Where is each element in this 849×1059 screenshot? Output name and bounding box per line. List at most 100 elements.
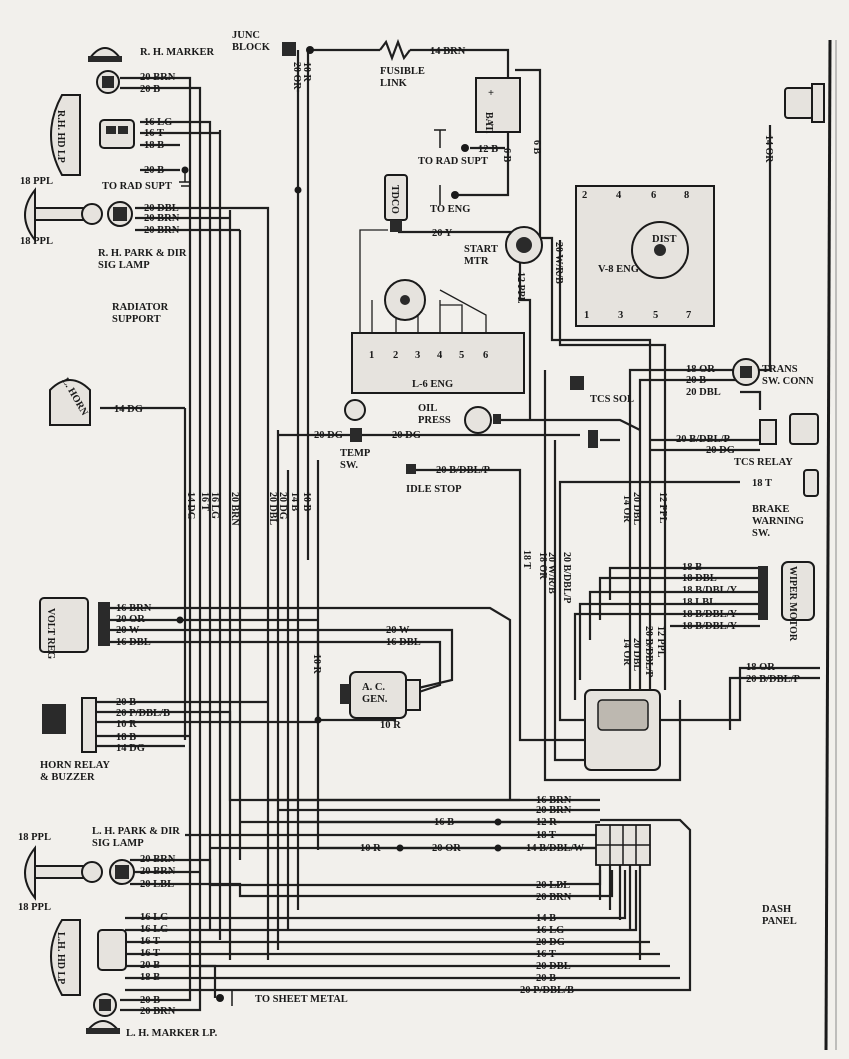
wire-label: 20 OR bbox=[432, 843, 461, 854]
wire-label: 20 B bbox=[536, 973, 556, 984]
wire-label: 18 B/DBL/Y bbox=[682, 609, 738, 620]
dist-pin: 5 bbox=[653, 310, 658, 321]
label-to-eng: TO ENG bbox=[430, 204, 470, 215]
wire-label: 16 T bbox=[536, 949, 556, 960]
bulkhead-block bbox=[595, 824, 651, 866]
wire-label: 16 LG bbox=[140, 924, 168, 935]
eng-ground bbox=[439, 185, 459, 205]
label-idle-stop: IDLE STOP bbox=[406, 484, 462, 495]
label-to-rad-supt-left: TO RAD SUPT bbox=[102, 181, 172, 192]
wire-label: 20 W/R/B bbox=[546, 552, 557, 594]
wire-label: 20 P/DBL/B bbox=[116, 708, 170, 719]
wire-label: 20 BRN bbox=[144, 213, 180, 224]
label-battery: BAT. bbox=[483, 112, 494, 134]
svg-text:−: − bbox=[488, 120, 494, 131]
oil-press-switch bbox=[464, 406, 501, 434]
label-ac-gen-1: A. C. bbox=[362, 682, 385, 693]
wire-label: 14 OR bbox=[763, 135, 774, 163]
wire-label: 6 B bbox=[501, 148, 512, 163]
dist-pin: 3 bbox=[618, 310, 623, 321]
wire-label: 20 B/DBL/P bbox=[676, 434, 731, 445]
label-lh-park-2: SIG LAMP bbox=[92, 838, 144, 849]
wire-label: 20 B/DBL/P bbox=[561, 552, 572, 603]
label-volt-reg: VOLT REG bbox=[45, 608, 56, 659]
label-lh-hd-lp: L.H. HD LP bbox=[55, 932, 66, 984]
wire-label: 18 T bbox=[521, 550, 532, 569]
wire-label: 20 DBL bbox=[267, 492, 278, 525]
label-brake-warning-2: WARNING bbox=[752, 516, 804, 527]
battery: + − bbox=[475, 77, 521, 133]
lower-bundle bbox=[185, 798, 692, 960]
wire-label: 10 R bbox=[116, 719, 137, 730]
wire-label: 14 OR bbox=[621, 495, 632, 523]
engine-sensor-wiring bbox=[100, 406, 641, 560]
l6-ignition bbox=[359, 229, 487, 338]
wire-label: 16 T bbox=[140, 936, 160, 947]
label-tcs-sol: TCS SOL bbox=[590, 394, 634, 405]
wire-label: 18 OR bbox=[537, 552, 548, 580]
sheet-metal-ground bbox=[216, 990, 233, 1006]
wire-label: 20 DBL bbox=[631, 638, 642, 671]
wire-label: 18 B bbox=[140, 972, 160, 983]
alternator bbox=[340, 671, 421, 719]
wire-label: 20 BRN bbox=[144, 225, 180, 236]
wire-label: 18 B bbox=[682, 562, 702, 573]
wire-label: 12 PPL bbox=[655, 626, 666, 658]
lh-front-feeds bbox=[120, 858, 692, 1012]
wire-label: 20 B/DBL/P bbox=[643, 626, 654, 677]
wire-label: 16 BRN bbox=[116, 603, 152, 614]
wire-label: 20 DG bbox=[392, 430, 421, 441]
wiper-wiring bbox=[573, 566, 820, 730]
dist-pin: 2 bbox=[582, 190, 587, 201]
wire-label: 20 B bbox=[140, 84, 160, 95]
wire-label: 16 LG bbox=[144, 117, 172, 128]
label-tdco: TDCO bbox=[389, 185, 400, 214]
wire-label: 18 B bbox=[116, 732, 136, 743]
label-oil-press-1: OIL bbox=[418, 403, 437, 414]
wire-label: 10 B bbox=[301, 492, 312, 512]
wire-label: 20 BRN bbox=[140, 1006, 176, 1017]
label-horn-relay-1: HORN RELAY bbox=[40, 760, 110, 771]
wire-label: 20 DG bbox=[706, 445, 735, 456]
wire-label: 18 B/DBL/Y bbox=[682, 585, 738, 596]
wire-label: 18 T bbox=[536, 830, 556, 841]
horn-relay bbox=[42, 697, 97, 753]
wire-label: 20 B bbox=[140, 995, 160, 1006]
wire-label: 20 BRN bbox=[536, 892, 572, 903]
wire-label: 20 W/R/B bbox=[553, 242, 564, 284]
l6-pin: 6 bbox=[483, 350, 488, 361]
label-radiator-support-1: RADIATOR bbox=[112, 302, 169, 313]
label-dist: DIST bbox=[652, 234, 677, 245]
wire-label: 20 B/DBL/P bbox=[746, 674, 801, 685]
bulkhead-connector bbox=[518, 560, 682, 782]
label-junc-block-2: BLOCK bbox=[232, 42, 271, 53]
l6-pin: 2 bbox=[393, 350, 398, 361]
wire-label: 16 LG bbox=[140, 912, 168, 923]
top-wiring bbox=[296, 38, 667, 560]
l6-engine bbox=[351, 279, 525, 394]
label-rh-park-1: R. H. PARK & DIR bbox=[98, 248, 187, 259]
idle-stop bbox=[406, 464, 416, 474]
wire-label: 20 DG bbox=[536, 937, 565, 948]
label-tcs-relay: TCS RELAY bbox=[734, 457, 793, 468]
wire-label: 14 BRN bbox=[430, 46, 466, 57]
svg-text:+: + bbox=[488, 88, 494, 99]
label-fusible-link-2: LINK bbox=[380, 78, 408, 89]
label-to-sheet-metal: TO SHEET METAL bbox=[255, 994, 348, 1005]
wire-label: 6 B bbox=[531, 140, 542, 155]
wire-label: 20 DBL bbox=[686, 387, 721, 398]
tcs-solenoid bbox=[570, 376, 584, 390]
wire-label: 14 DG bbox=[114, 404, 143, 415]
wire-label: 16 T bbox=[144, 128, 164, 139]
wire-label: 20 DG bbox=[314, 430, 343, 441]
label-start-mtr-2: MTR bbox=[464, 256, 489, 267]
wire-label: 14 B bbox=[289, 492, 300, 512]
junction-dots bbox=[176, 186, 502, 852]
label-start-mtr-1: START bbox=[464, 244, 498, 255]
wire-label: 14 OR bbox=[621, 638, 632, 666]
label-v8-eng: V-8 ENG bbox=[598, 264, 639, 275]
wire-label: 12 PPL bbox=[515, 272, 526, 304]
wire-label: 20 BRN bbox=[140, 866, 176, 877]
wire-label: 18 B bbox=[144, 140, 164, 151]
wire-label: 16 DBL bbox=[386, 637, 421, 648]
